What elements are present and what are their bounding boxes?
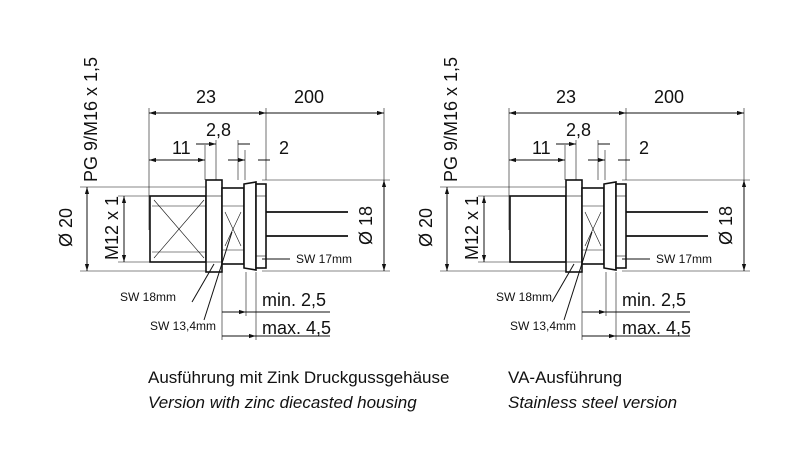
drawing-zinc: PG 9/M16 x 1,5 23 200 11 2,8 2 Ø 20 M12 … (56, 57, 390, 340)
label-panel-max: max. 4,5 (262, 318, 331, 338)
label-panel-min: min. 2,5 (262, 290, 326, 310)
hex-flange (565, 179, 583, 273)
hex-flange (205, 179, 223, 273)
dim-flange: 2,8 (566, 120, 591, 140)
label-panel-max: max. 4,5 (622, 318, 691, 338)
dim-front-length: 11 (172, 138, 191, 158)
dim-outer-diameter: Ø 20 (416, 208, 436, 247)
label-inner-wrench: SW 13,4mm (510, 319, 576, 333)
caption-stainless-en: Stainless steel version (508, 393, 678, 412)
dim-overall-length: 23 (196, 87, 216, 107)
dim-flange: 2,8 (206, 120, 231, 140)
label-hex-wrench: SW 18mm (496, 290, 552, 304)
dim-wire-length: 200 (654, 87, 684, 107)
dim-wire-diameter: Ø 18 (716, 206, 736, 245)
drawing-stainless: PG 9/M16 x 1,5 23 200 11 2,8 2 Ø 20 M12 … (416, 57, 750, 340)
label-nut-wrench: SW 17mm (656, 252, 712, 266)
dim-thread: M12 x 1 (102, 196, 122, 260)
connector-front-shell (509, 195, 567, 263)
dim-wire-length: 200 (294, 87, 324, 107)
dim-thread: M12 x 1 (462, 196, 482, 260)
dim-front-length: 11 (532, 138, 551, 158)
caption-zinc-en: Version with zinc diecasted housing (148, 393, 417, 412)
label-panel-min: min. 2,5 (622, 290, 686, 310)
thread-label: PG 9/M16 x 1,5 (441, 57, 461, 182)
dim-nut-thickness: 2 (279, 138, 289, 158)
label-hex-wrench: SW 18mm (120, 290, 176, 304)
dim-wire-diameter: Ø 18 (356, 206, 376, 245)
dim-overall-length: 23 (556, 87, 576, 107)
label-nut-wrench: SW 17mm (296, 252, 352, 266)
mounting-nut (603, 181, 617, 271)
connector-front-shell (149, 195, 207, 263)
dim-nut-thickness: 2 (639, 138, 649, 158)
caption-stainless-de: VA-Ausführung (508, 368, 623, 387)
caption-zinc-de: Ausführung mit Zink Druckgussgehäuse (148, 368, 450, 387)
label-inner-wrench: SW 13,4mm (150, 319, 216, 333)
dim-outer-diameter: Ø 20 (56, 208, 76, 247)
mounting-nut (243, 181, 257, 271)
thread-label: PG 9/M16 x 1,5 (81, 57, 101, 182)
